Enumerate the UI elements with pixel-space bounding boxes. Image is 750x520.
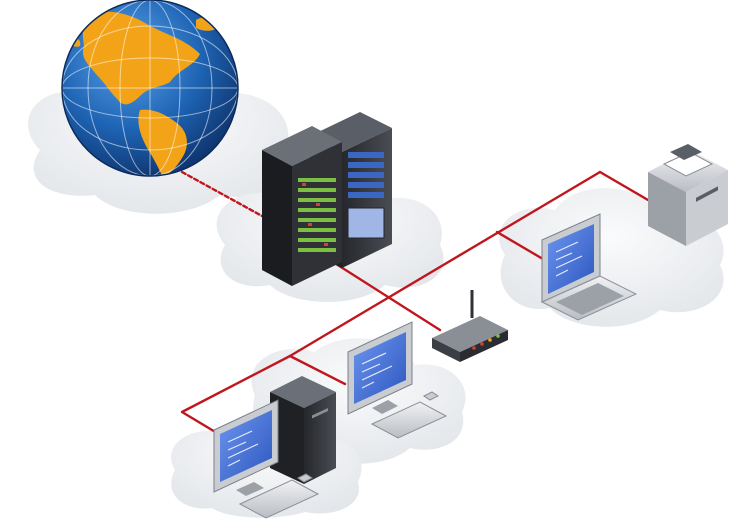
server-rack-icon <box>262 112 392 286</box>
link-workstation-2 <box>288 354 347 386</box>
link-backbone <box>288 170 602 358</box>
globe-icon <box>61 0 239 177</box>
link-workstation-branch <box>180 354 292 438</box>
laptop-icon <box>540 213 638 321</box>
desktop-monitor-icon <box>347 321 448 439</box>
link-printer <box>598 170 650 202</box>
desktop-computer-icon <box>213 376 336 519</box>
printer-icon <box>648 144 728 246</box>
router-icon <box>432 290 508 362</box>
link-internet-server <box>180 170 264 218</box>
network-links <box>180 170 650 438</box>
link-laptop <box>495 230 550 264</box>
